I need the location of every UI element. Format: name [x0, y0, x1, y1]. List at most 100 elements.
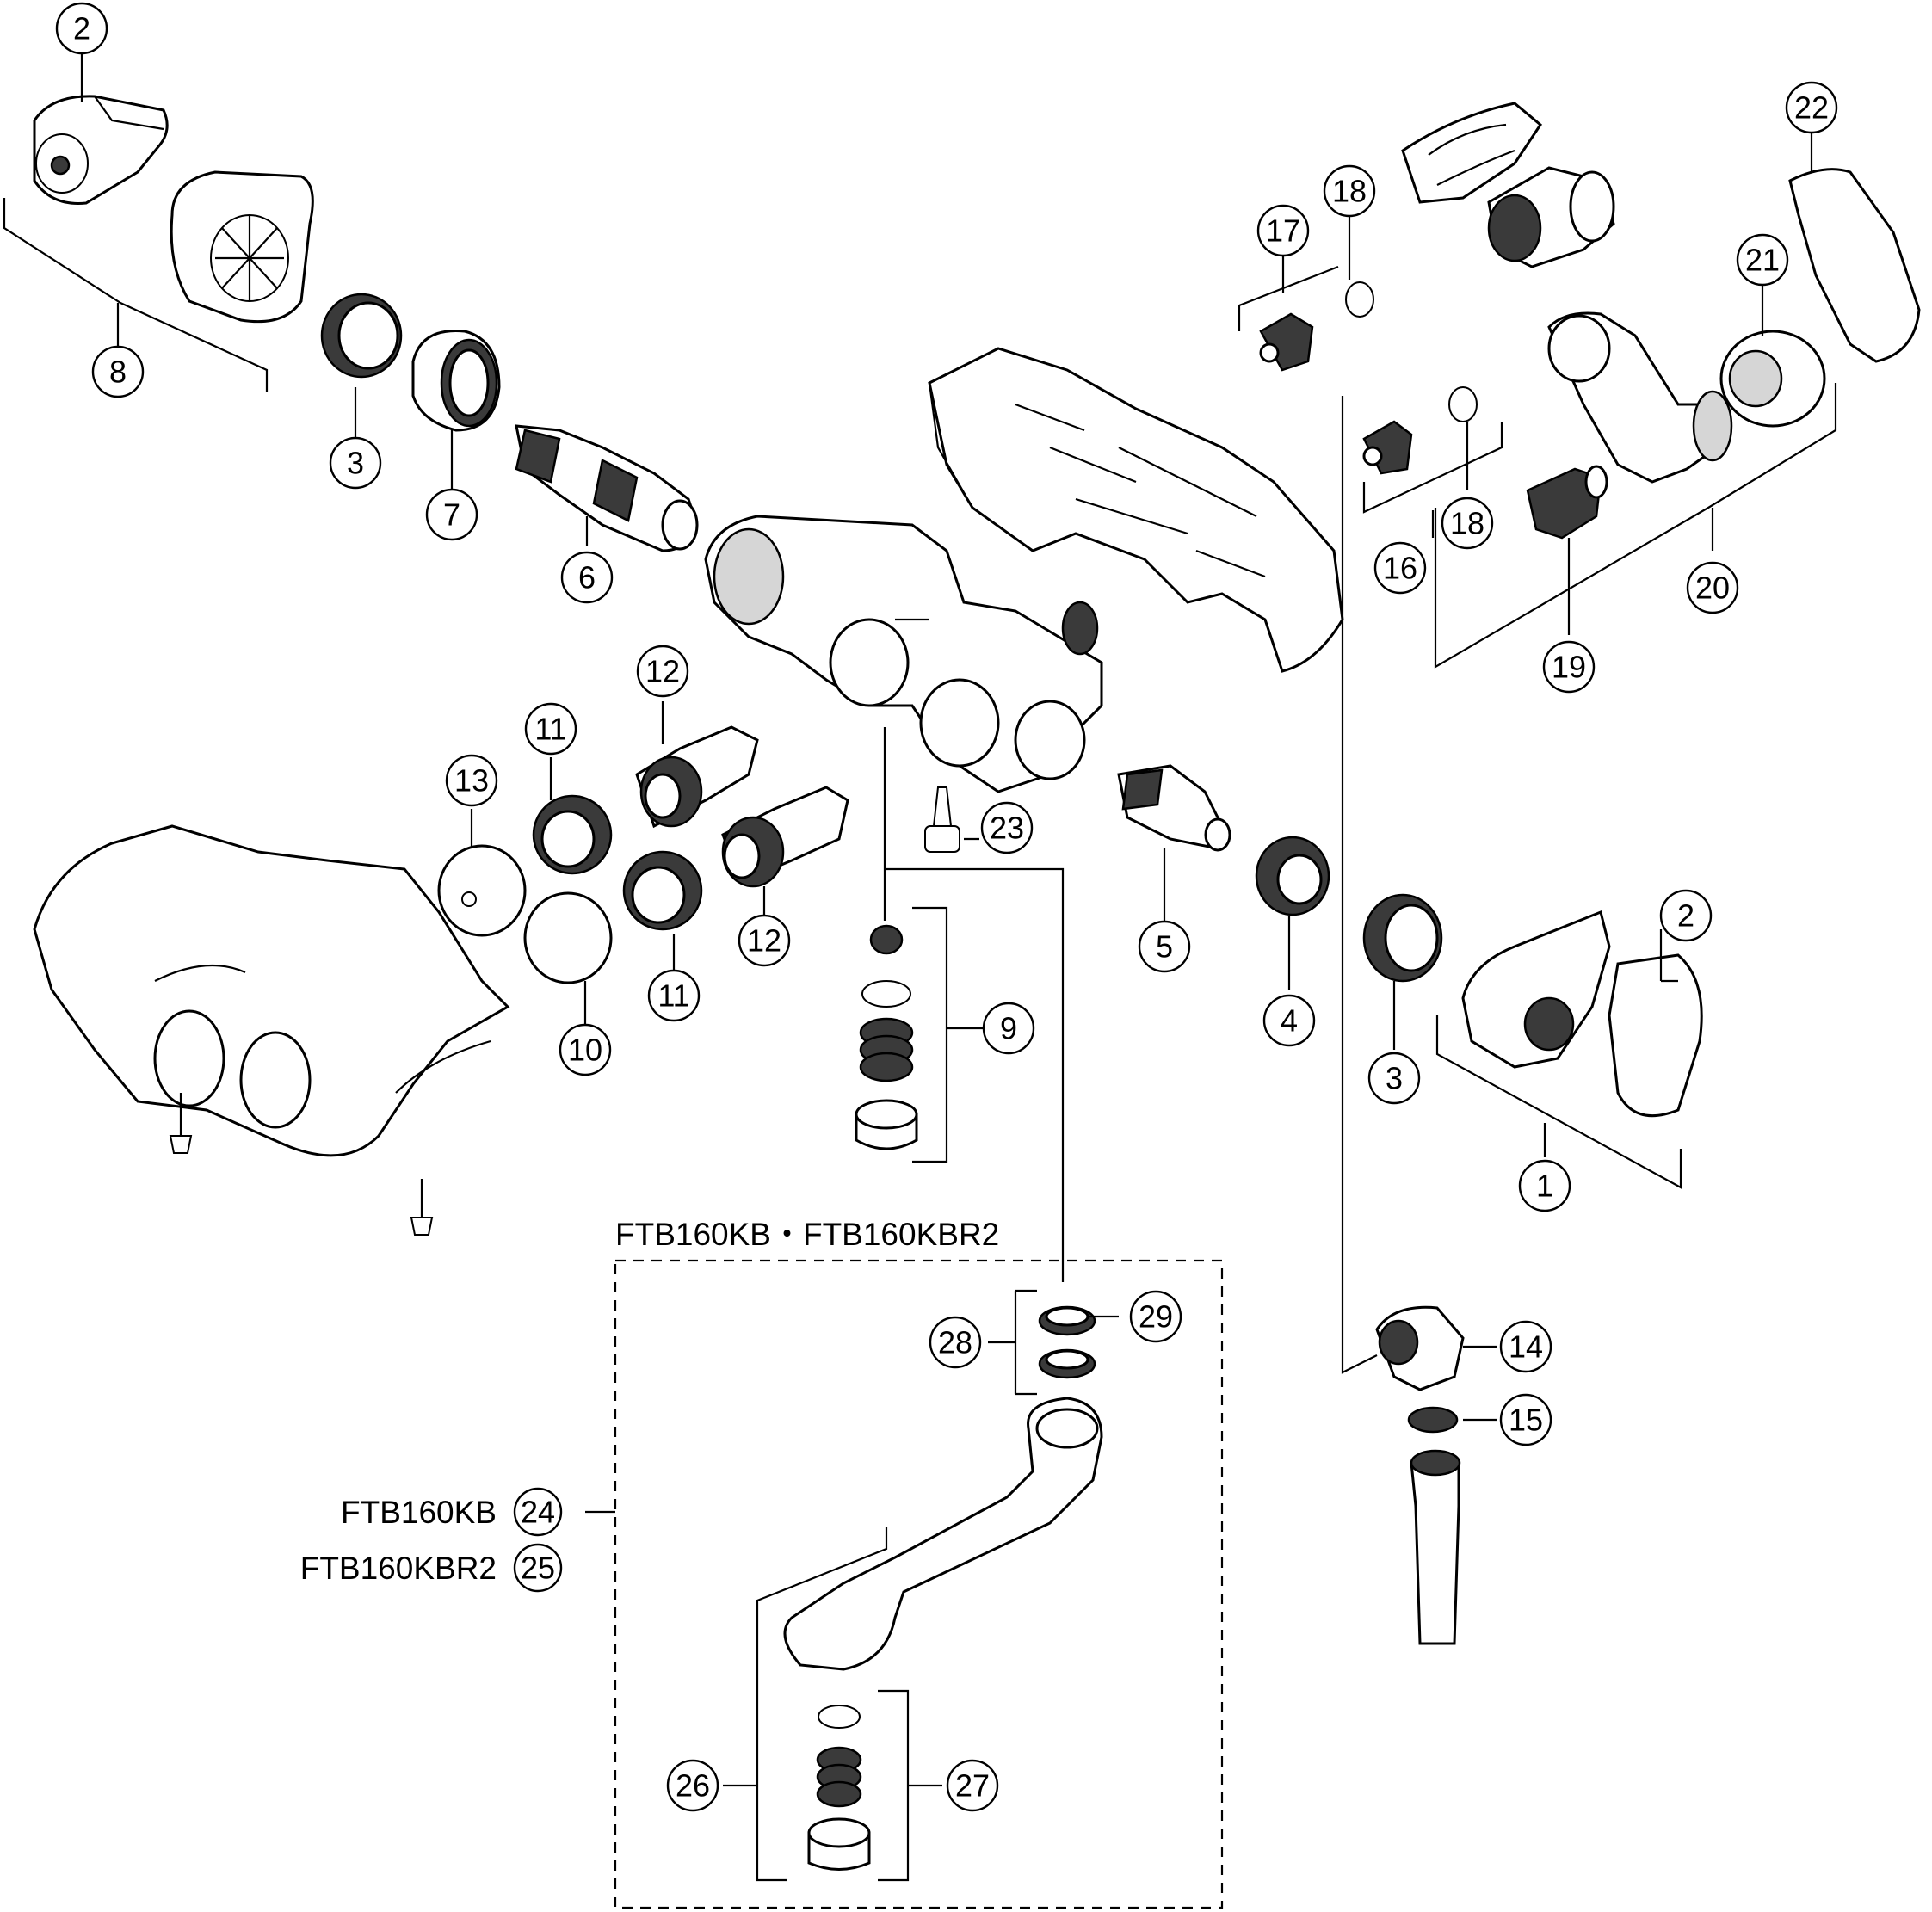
- callout-25: 25: [513, 1543, 563, 1593]
- part-nut-11-lower: [622, 850, 703, 931]
- svg-text:24: 24: [521, 1495, 555, 1530]
- svg-text:11: 11: [657, 978, 689, 1014]
- part-small-valve-17: [1259, 312, 1314, 372]
- svg-text:25: 25: [521, 1551, 555, 1586]
- svg-text:1: 1: [1536, 1169, 1553, 1204]
- part-strainer-9: [855, 924, 918, 1150]
- callout-4: 4: [1262, 994, 1316, 1047]
- part-rear-bracket: [928, 347, 1344, 673]
- svg-text:4: 4: [1281, 1003, 1298, 1039]
- callout-11-upper: 11: [524, 702, 577, 756]
- part-cartridge-6: [515, 424, 699, 552]
- callout-2-top-left: 2: [55, 2, 108, 55]
- callout-18-lower: 18: [1441, 497, 1494, 550]
- callout-1: 1: [1518, 1159, 1571, 1212]
- svg-text:14: 14: [1509, 1329, 1543, 1365]
- part-ring-3-right: [1362, 893, 1443, 983]
- callout-2-right: 2: [1659, 889, 1713, 942]
- svg-text:10: 10: [568, 1033, 602, 1068]
- svg-text:2: 2: [1677, 898, 1694, 934]
- part-right-handle: [1461, 910, 1703, 1118]
- svg-text:20: 20: [1695, 571, 1730, 606]
- callout-5: 5: [1138, 920, 1191, 973]
- part-nut-11-upper: [532, 794, 613, 875]
- svg-text:18: 18: [1332, 174, 1367, 209]
- callout-20: 20: [1686, 561, 1739, 614]
- part-cartridge-12-lower: [721, 786, 849, 888]
- part-small-valve-16: [1362, 420, 1413, 475]
- callout-12-upper: 12: [636, 645, 689, 698]
- svg-text:3: 3: [1386, 1061, 1403, 1096]
- part-valve-19: [1526, 465, 1608, 540]
- svg-text:29: 29: [1139, 1299, 1173, 1335]
- part-screw-left: [169, 1093, 193, 1154]
- part-front-cover: [33, 824, 510, 1157]
- svg-text:13: 13: [454, 763, 489, 799]
- part-washer-18-lower: [1448, 386, 1478, 422]
- callout-3-left: 3: [329, 436, 382, 490]
- callout-23: 23: [980, 801, 1034, 854]
- part-cap-13: [437, 844, 527, 937]
- callout-3-right: 3: [1367, 1052, 1421, 1105]
- callout-24: 24: [513, 1487, 563, 1537]
- svg-text:9: 9: [1000, 1011, 1017, 1046]
- callout-12-lower: 12: [738, 914, 791, 967]
- part-screw-bottom: [410, 1179, 434, 1236]
- callout-17: 17: [1256, 204, 1310, 257]
- svg-text:23: 23: [990, 811, 1024, 846]
- callout-11-lower: 11: [647, 969, 701, 1022]
- part-cartridge-12-upper: [635, 725, 759, 829]
- svg-text:18: 18: [1450, 506, 1484, 541]
- part-valve-body: [704, 515, 1103, 793]
- svg-text:19: 19: [1552, 650, 1586, 685]
- part-washer-18-upper: [1345, 281, 1374, 318]
- callout-9: 9: [982, 1002, 1035, 1055]
- svg-text:27: 27: [955, 1768, 990, 1804]
- callout-29: 29: [1129, 1290, 1182, 1343]
- callout-8: 8: [91, 345, 145, 398]
- part-pin-23: [924, 786, 960, 853]
- model-label-25: FTB160KBR2: [300, 1551, 497, 1586]
- variant-box-title: FTB160KB・FTB160KBR2: [615, 1217, 999, 1252]
- part-cartridge-5: [1117, 764, 1231, 852]
- callout-16: 16: [1373, 541, 1427, 595]
- part-washer-15: [1407, 1406, 1459, 1434]
- part-left-handle-cap: [33, 95, 169, 205]
- part-elbow-20: [1547, 311, 1733, 484]
- part-cap-10: [523, 891, 613, 984]
- part-elbow-14: [1375, 1305, 1465, 1391]
- callout-18-upper: 18: [1323, 164, 1376, 218]
- callout-6: 6: [560, 551, 614, 604]
- part-hose-holder: [1401, 102, 1615, 268]
- svg-text:3: 3: [347, 446, 364, 481]
- callout-22: 22: [1785, 81, 1838, 134]
- svg-text:2: 2: [73, 11, 90, 46]
- svg-text:28: 28: [938, 1325, 972, 1360]
- part-cover-22: [1788, 168, 1921, 363]
- svg-text:16: 16: [1383, 551, 1417, 586]
- svg-text:17: 17: [1266, 213, 1300, 249]
- part-hose: [1410, 1449, 1461, 1645]
- part-nut-4: [1255, 836, 1330, 916]
- svg-text:12: 12: [645, 654, 680, 689]
- model-label-24: FTB160KB: [341, 1495, 497, 1530]
- svg-text:26: 26: [676, 1768, 710, 1804]
- part-washers-28: [1038, 1305, 1096, 1379]
- callout-15: 15: [1499, 1393, 1552, 1446]
- callout-10: 10: [559, 1023, 612, 1076]
- svg-text:11: 11: [534, 712, 566, 747]
- svg-text:22: 22: [1794, 90, 1829, 126]
- callout-26: 26: [666, 1759, 719, 1812]
- part-spout-24-25: [783, 1397, 1103, 1671]
- part-aerator-27: [807, 1705, 871, 1871]
- variant-box: [614, 1259, 1224, 1909]
- part-left-handle-body: [170, 170, 314, 324]
- callout-27: 27: [946, 1759, 999, 1812]
- callout-28: 28: [929, 1316, 982, 1369]
- svg-text:7: 7: [443, 497, 460, 533]
- callout-13: 13: [445, 754, 498, 807]
- svg-text:8: 8: [109, 355, 127, 390]
- part-escutcheon-21: [1719, 330, 1826, 428]
